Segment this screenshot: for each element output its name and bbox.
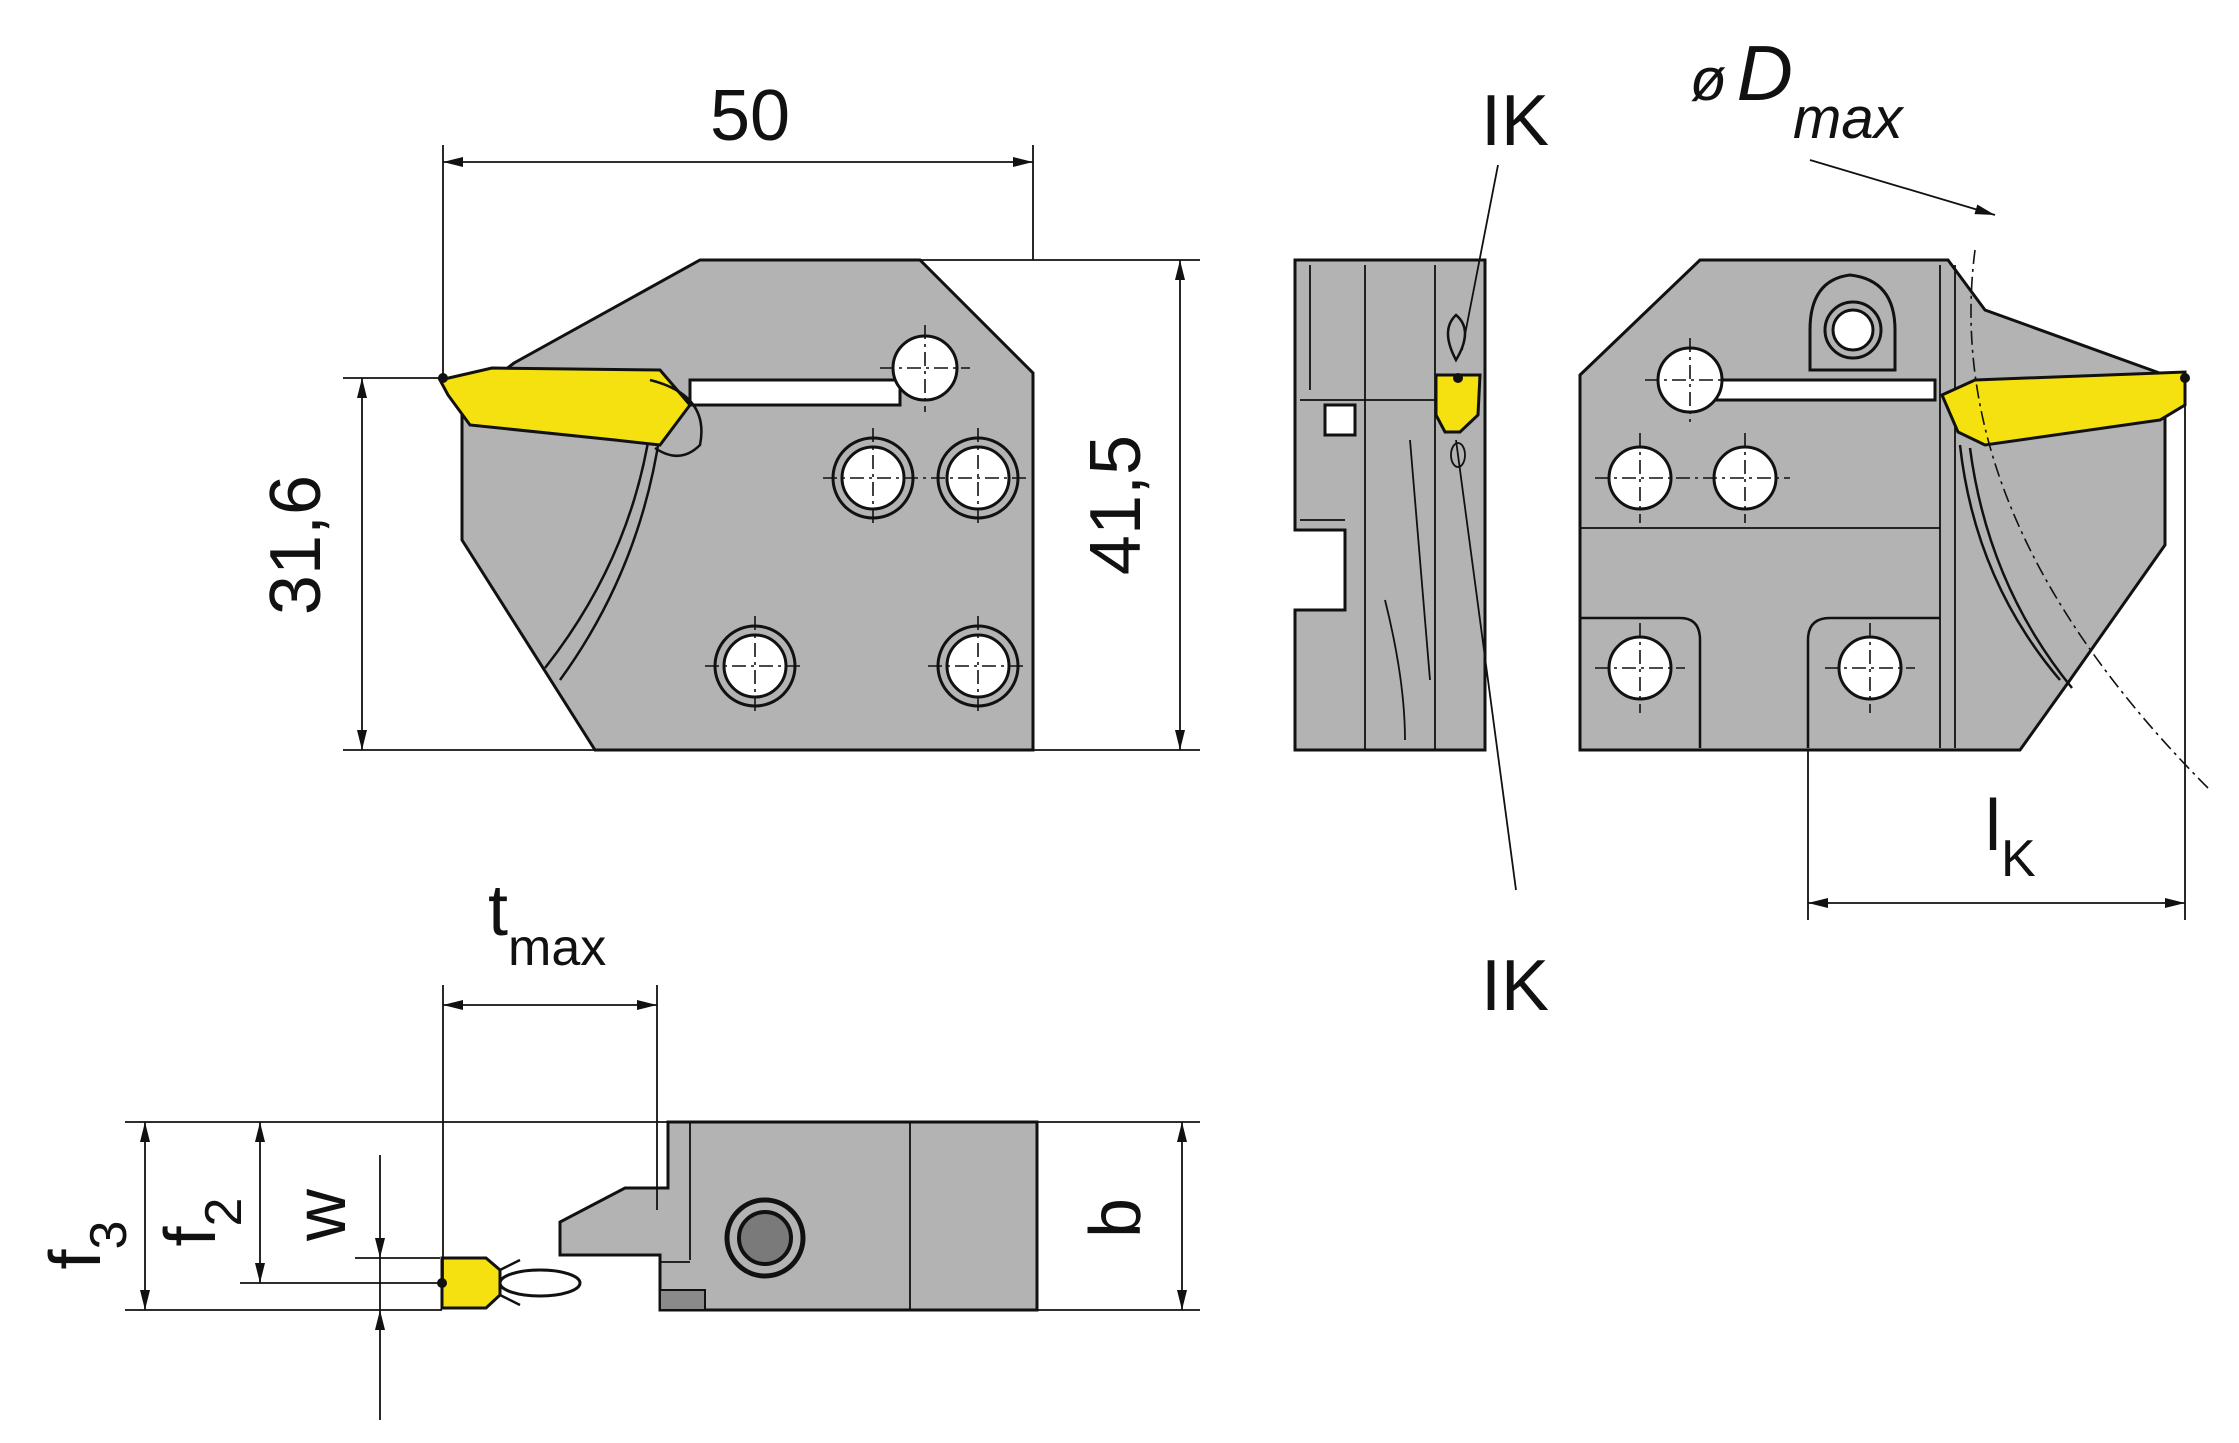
top-view: tmax f3 f2 w b [36, 871, 1200, 1420]
relief-curve-left [544, 429, 652, 669]
screw-holes-right [1595, 338, 1915, 713]
dmax-main: D [1737, 29, 1793, 117]
screw-holes-left [705, 325, 1030, 716]
dim-height-label: 41,5 [1076, 435, 1156, 575]
front-view: IK IK [1293, 81, 1549, 1026]
relief-curve-left-2 [558, 432, 662, 681]
front-hole [1323, 403, 1357, 437]
lk-label: lK [1985, 786, 2036, 888]
insert-pocket-left [649, 378, 703, 457]
ik-label-top: IK [1481, 81, 1549, 161]
tmax-main: t [488, 871, 508, 951]
insert-right [1940, 370, 2187, 447]
f2-sub: 2 [195, 1198, 253, 1227]
dim-cutting-height-label: 31,6 [256, 475, 336, 615]
dim-width-label: 50 [710, 76, 790, 156]
lk-sub: K [2001, 830, 2036, 888]
lk-main: l [1985, 786, 2001, 866]
tmax-sub: max [508, 919, 606, 977]
tmax-label: tmax [488, 871, 606, 977]
f3-sub: 3 [80, 1221, 138, 1250]
side-view-left: 50 41,5 31,6 [256, 76, 1200, 752]
b-label: b [1076, 1198, 1156, 1238]
w-label: w [281, 1188, 361, 1242]
clamp-slot-left [688, 378, 902, 407]
f2-label: f2 [151, 1198, 253, 1247]
tool-body-front [1293, 258, 1487, 752]
f2-main: f [151, 1225, 231, 1246]
insert-front [1434, 373, 1482, 434]
dmax-sub: max [1793, 86, 1905, 151]
insert-left [437, 366, 692, 447]
f3-main: f [36, 1248, 116, 1269]
f3-label: f3 [36, 1221, 138, 1270]
ik-label-bottom: IK [1481, 946, 1549, 1026]
insert-top [440, 1256, 502, 1310]
dmax-symbol: ø [1690, 46, 1727, 113]
